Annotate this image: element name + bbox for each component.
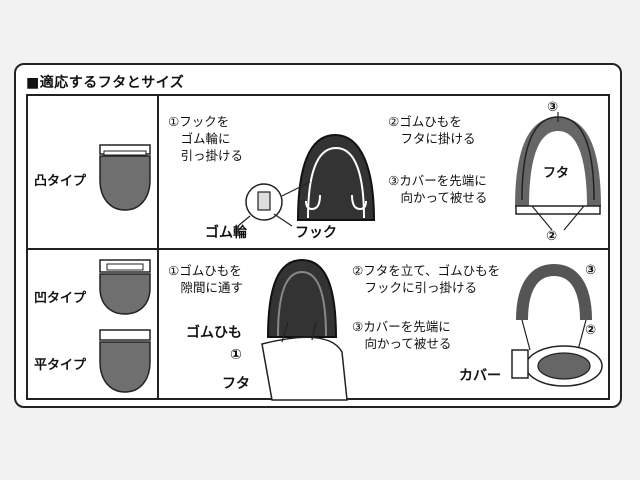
bottom-cover-illustration — [511, 263, 603, 387]
bottom-lift-illustration — [261, 258, 348, 401]
column-divider — [157, 94, 159, 400]
top-step2-text: ②ゴムひもを フタに掛ける — [388, 114, 476, 146]
top-cover-illustration — [515, 112, 601, 231]
label-hook: フック — [295, 225, 337, 241]
bottom-mark-2: ② — [585, 323, 597, 338]
bottom-mark-3: ③ — [585, 263, 597, 278]
bottom-step2-text: ②フタを立て、ゴムひもを フックに引っ掛ける — [352, 263, 501, 295]
row-divider — [26, 248, 610, 250]
top-step3-text: ③カバーを先端に 向かって被せる — [388, 173, 488, 205]
top-hook-illustration — [237, 133, 376, 227]
label-circle-1: ① — [230, 347, 242, 363]
type-concave-label: 凹タイプ — [34, 291, 87, 306]
label-gomuhimo: ゴムひも — [186, 325, 242, 341]
label-cover: カバー — [459, 368, 501, 384]
bottom-step1-text: ①ゴムひもを 隙間に通す — [168, 263, 244, 295]
top-step1-text: ①フックを ゴム輪に 引っ掛ける — [168, 114, 244, 163]
top-label-futa: フタ — [543, 166, 570, 181]
type-convex-label: 凸タイプ — [34, 174, 87, 189]
flat-lid-icon — [99, 329, 151, 393]
top-mark-2: ② — [546, 229, 558, 244]
bottom-step3-text: ③カバーを先端に 向かって被せる — [352, 319, 452, 351]
type-flat-label: 平タイプ — [34, 358, 87, 373]
bottom-label-futa: フタ — [222, 376, 250, 392]
top-mark-3: ③ — [547, 100, 559, 115]
section-title: ■適応するフタとサイズ — [26, 75, 185, 91]
convex-lid-icon — [99, 144, 151, 211]
label-gomuwa: ゴム輪 — [205, 225, 247, 241]
concave-lid-icon — [99, 259, 151, 315]
